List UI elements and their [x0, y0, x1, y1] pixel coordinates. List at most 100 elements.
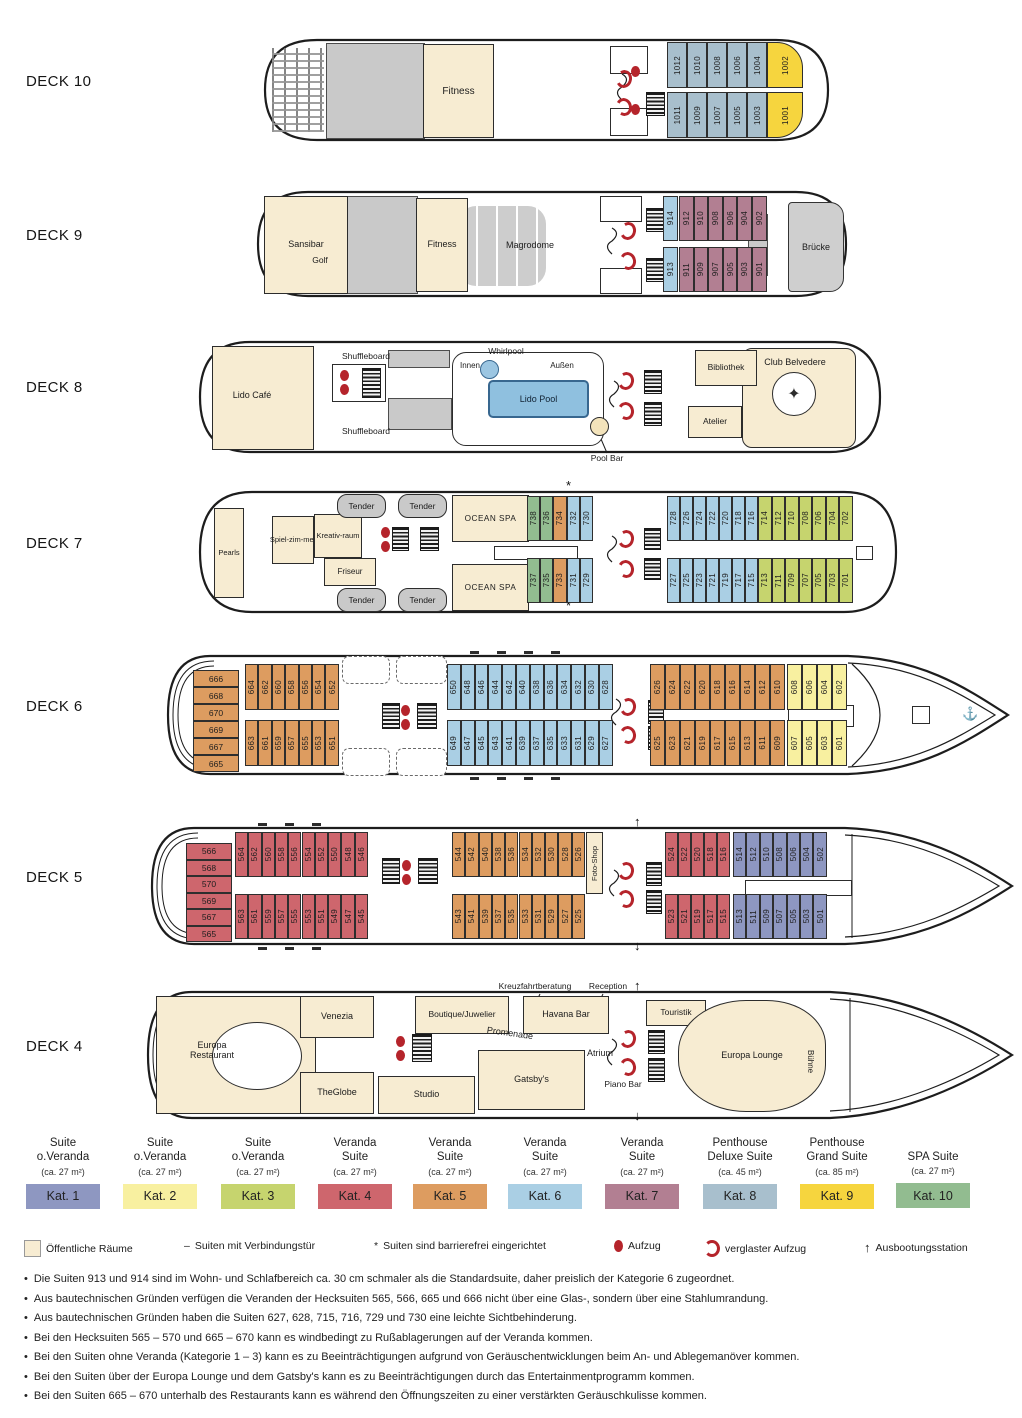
cabin-629: 629	[585, 720, 599, 766]
cabin-630: 630	[585, 664, 599, 710]
cabin-732: 732	[566, 496, 580, 541]
tender-station-arrow: ↓	[634, 938, 641, 953]
bullet: •	[24, 1273, 28, 1285]
symbols-legend: Öffentliche Räume–Suiten mit Verbindungs…	[24, 1240, 1014, 1262]
cabin-number: 544	[454, 847, 464, 862]
cabin-number: 560	[263, 847, 273, 862]
dashedbox	[342, 656, 390, 684]
kreativraum-label: Kreativ-raum	[314, 514, 362, 558]
cabin-653: 653	[312, 720, 326, 766]
legend-kat-swatch: Kat. 1	[26, 1183, 100, 1209]
cabin-number: 601	[835, 735, 844, 751]
fitness9-label: Fitness	[416, 198, 468, 292]
cabin-911: 911	[679, 247, 694, 292]
cabin-number: 626	[653, 679, 662, 695]
footnote-text: Die Suiten 913 und 914 sind im Wohn- und…	[33, 1273, 735, 1285]
legend-title-line: o.Veranda	[36, 1151, 90, 1164]
cabin-513: 513	[733, 894, 747, 939]
cabin-number: 1002	[780, 55, 790, 75]
cabin-534: 534	[518, 832, 532, 877]
cabin-number: 513	[735, 909, 745, 924]
cabin-520: 520	[691, 832, 704, 877]
cabin-1012: 1012	[667, 42, 687, 88]
cabin-number: 603	[820, 735, 829, 751]
cabin-614: 614	[740, 664, 755, 710]
cabin-number: 524	[667, 847, 676, 862]
cabin-number: 735	[542, 573, 551, 588]
cabin-724: 724	[693, 496, 706, 541]
cabin-705: 705	[812, 558, 826, 603]
cabin-634: 634	[557, 664, 572, 710]
cabin-number: 536	[507, 847, 517, 862]
cabin-number: 525	[573, 909, 583, 924]
cabin-number: 540	[480, 847, 490, 862]
stairs-icon	[420, 527, 439, 551]
cabin-655: 655	[298, 720, 312, 766]
cabin-number: 649	[449, 735, 459, 751]
ocean-spa-top-label: OCEAN SPA	[452, 495, 529, 542]
cabin-number: 608	[790, 679, 799, 695]
cabin-number: 556	[290, 847, 300, 862]
elevator-legend: Aufzug	[614, 1240, 661, 1252]
cabin-number: 648	[463, 679, 473, 695]
cabin-515: 515	[717, 894, 730, 939]
box	[600, 268, 642, 294]
cabin-719: 719	[719, 558, 732, 603]
innen-label: Innen	[459, 361, 481, 370]
aussen-label: Außen	[550, 361, 574, 370]
stairs-icon	[646, 258, 664, 282]
legend-title-line: Penthouse	[809, 1137, 865, 1149]
cabin-615: 615	[725, 720, 740, 766]
atelier-label: Atelier	[688, 406, 742, 438]
cabin-number: 529	[547, 909, 557, 924]
lido-cafe-label: Lido Café	[232, 390, 272, 400]
cabin-523: 523	[665, 894, 678, 939]
anchor-icon: ⚓	[962, 706, 979, 721]
cabin-number: 545	[356, 909, 366, 924]
cabin-909: 909	[693, 247, 709, 292]
cabin-666: 666	[193, 670, 239, 687]
cabin-number: 657	[287, 735, 297, 751]
asterisk-mark: *	[374, 1240, 379, 1252]
cabin-656: 656	[298, 664, 312, 710]
cabin-519: 519	[691, 894, 704, 939]
cabin-609: 609	[770, 720, 785, 766]
legend-title-line: Grand Suite	[806, 1151, 868, 1164]
cabin-555: 555	[288, 894, 302, 939]
cabin-number: 706	[814, 511, 824, 526]
cabin-518: 518	[704, 832, 717, 877]
cabin-number: 543	[454, 909, 464, 924]
dashedbox	[396, 656, 447, 684]
legend-kat-swatch: Kat. 6	[508, 1183, 582, 1209]
tender-station-arrow: ↓	[634, 1108, 641, 1123]
cabin-number: 642	[504, 679, 514, 695]
cabin-number: 621	[683, 735, 692, 751]
cabin-number: 1011	[672, 105, 682, 125]
cabin-708: 708	[798, 496, 812, 541]
legend-title-line: o.Veranda	[231, 1151, 285, 1164]
footnote-4: •Bei den Hecksuiten 565 – 570 und 665 – …	[24, 1329, 1004, 1349]
cabin-668: 668	[193, 687, 239, 704]
cabin-number: 906	[725, 211, 735, 226]
cabin-603: 603	[817, 720, 832, 766]
cabin-number: 512	[748, 847, 758, 862]
stairs-icon	[644, 402, 662, 426]
cabin-number: 511	[748, 909, 758, 924]
cabin-number: 913	[666, 262, 675, 277]
cabin-number: 510	[761, 847, 771, 862]
whirlpool-label: Whirlpool	[488, 346, 524, 356]
oval	[212, 1022, 302, 1090]
cabin-number: 534	[520, 847, 530, 862]
cabin-636: 636	[543, 664, 558, 710]
cabin-606: 606	[802, 664, 817, 710]
kreativraum-line: Kreativ-	[316, 530, 343, 540]
cabin-number: 710	[787, 511, 797, 526]
footnote-text: Bei den Hecksuiten 565 – 570 und 665 – 6…	[33, 1331, 593, 1344]
cabin-number: 637	[532, 735, 542, 751]
